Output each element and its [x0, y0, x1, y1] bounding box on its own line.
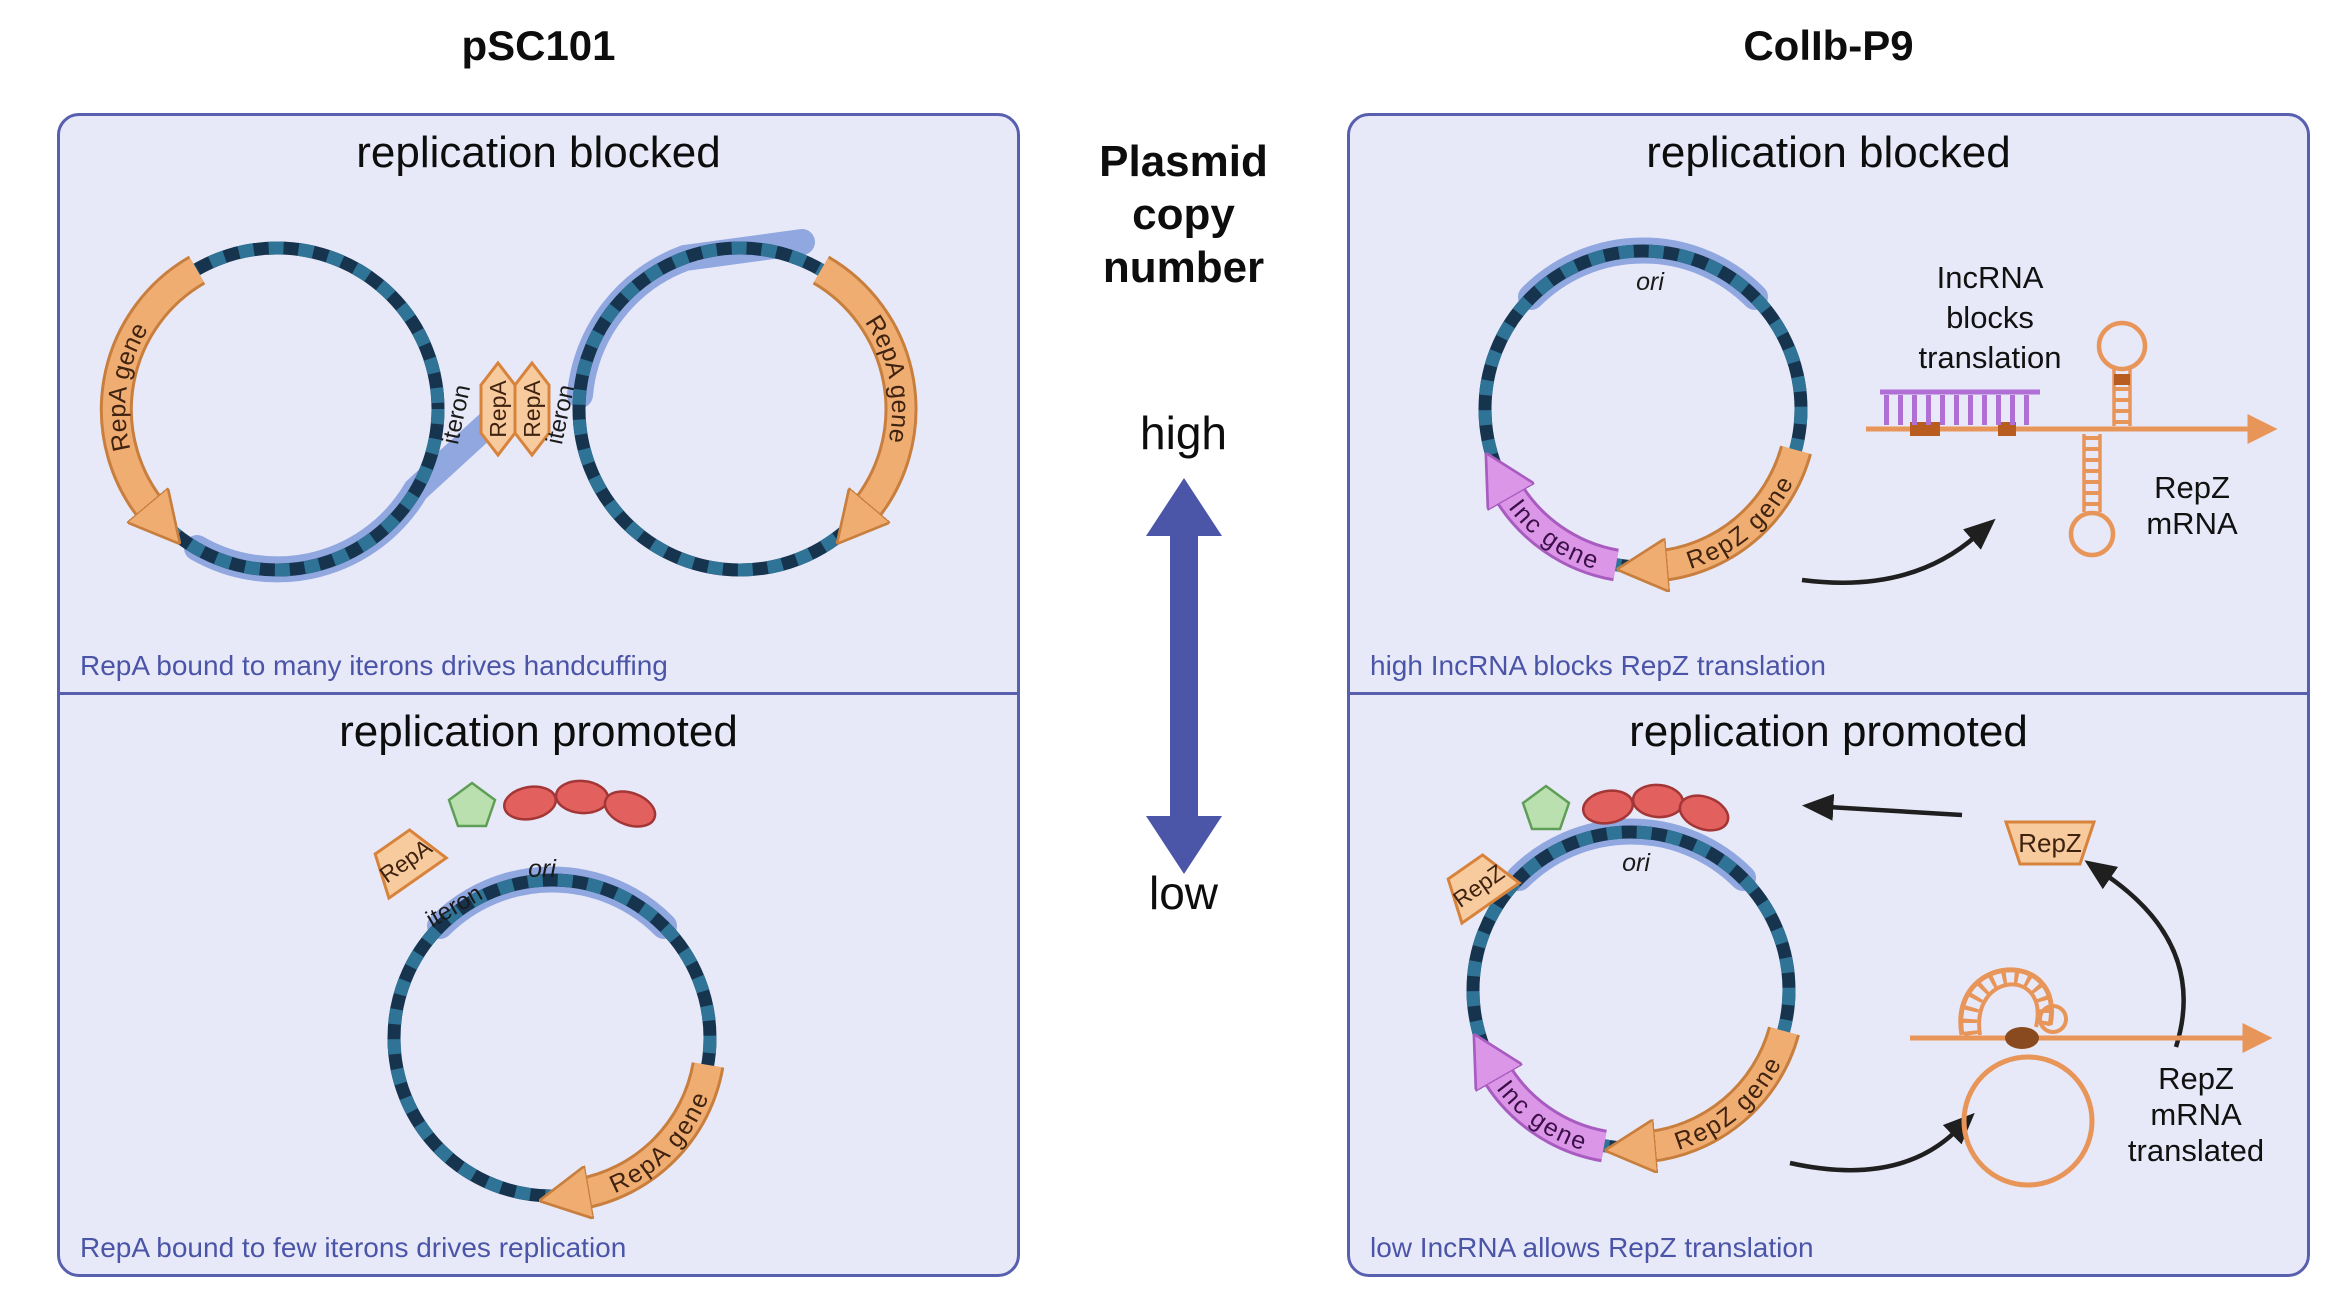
- incrna-note: IncRNA blocks translation: [1918, 260, 2061, 375]
- note-line-1: IncRNA: [1937, 260, 2044, 295]
- ori-label: ori: [1636, 268, 1665, 296]
- psc101-panel-group: RepA gene RepA gene RepA: [57, 113, 1020, 1277]
- ribosome-blob: [2005, 1027, 2039, 1049]
- initiator-oval-3: [1678, 794, 1730, 832]
- center-heading: Plasmid copy number: [1020, 136, 1347, 294]
- panel-psc101-promoted: RepA gene RepA iteron ori replication pr…: [60, 695, 1017, 1274]
- inc-gene-label: Inc gene: [1503, 494, 1603, 575]
- repz-gene-arrow: RepZ gene: [1645, 1026, 1800, 1156]
- copy-number-double-arrow: [1146, 478, 1222, 874]
- psc101-blocked-art: RepA gene RepA gene RepA: [99, 229, 918, 583]
- panel-title: replication promoted: [1629, 707, 2028, 756]
- heading-line-2: copy: [1132, 189, 1235, 239]
- repz-mrna-structure: [1866, 320, 2278, 558]
- iteron-band-left: [184, 411, 501, 583]
- pseudoknot-loop: [2038, 1004, 2068, 1034]
- repz-mrna-translated-label: RepZ mRNA translated: [2128, 1061, 2264, 1168]
- low-label: low: [1148, 867, 1219, 919]
- mrna-line-1: RepZ: [2154, 470, 2230, 505]
- colib-blocked-art: Inc gene RepZ gene ori: [1478, 237, 2278, 695]
- inc-gene-arrow: Inc gene: [1503, 488, 1620, 582]
- mrna-line-1: RepZ: [2158, 1061, 2234, 1096]
- heading-line-1: Plasmid: [1099, 137, 1268, 186]
- repa-gene-arrow-right: RepA gene: [812, 255, 918, 513]
- ori-label: ori: [1622, 849, 1651, 877]
- panel-title: replication blocked: [356, 128, 721, 177]
- repa-protein-hexagon-left: RepA: [479, 360, 517, 458]
- open-loop: [1961, 1054, 2095, 1188]
- repa-gene-arrow: RepA gene: [579, 1061, 725, 1199]
- repa-gene-arrow-left: RepA gene: [99, 255, 206, 513]
- repa-gene-label: RepA gene: [605, 1087, 714, 1198]
- mrna-line-2: mRNA: [2146, 506, 2238, 541]
- ori-label: ori: [528, 855, 557, 883]
- initiator-oval-2: [554, 779, 610, 815]
- transcription-arrow: [1801, 518, 1996, 585]
- stem-loop-down: [2068, 434, 2116, 558]
- panel-colib-promoted: Inc gene RepZ gene: [1350, 695, 2307, 1274]
- initiator-oval-2: [1631, 783, 1685, 819]
- inc-gene-label: Inc gene: [1491, 1075, 1591, 1156]
- panel-caption: high IncRNA blocks RepZ translation: [1370, 650, 1826, 681]
- repa-protein: RepA: [373, 828, 449, 901]
- note-line-2: blocks: [1946, 300, 2034, 335]
- repz-gene-label: RepZ gene: [1683, 471, 1799, 575]
- repz-protein: RepZ: [1446, 853, 1522, 926]
- repz-binds-ori-arrow: [1801, 793, 1963, 821]
- column-title-psc101: pSC101: [461, 22, 616, 69]
- repa-hexagon-label-right: RepA: [519, 380, 545, 438]
- repa-protein-hexagon-right: RepA: [513, 360, 551, 458]
- repz-mrna-translated-structure: [1910, 967, 2273, 1188]
- mrna-line-2: mRNA: [2150, 1097, 2242, 1132]
- panel-caption: RepA bound to many iterons drives handcu…: [80, 650, 668, 681]
- initiator-oval-1: [502, 785, 558, 821]
- panel-caption: RepA bound to few iterons drives replica…: [80, 1232, 627, 1263]
- psc101-promoted-art: RepA gene RepA iteron ori: [373, 779, 725, 1274]
- repz-product-box: RepZ: [2003, 820, 2097, 866]
- high-label: high: [1140, 407, 1227, 459]
- incrna-duplex: [1880, 389, 2040, 425]
- initiator-oval-3: [603, 790, 657, 828]
- mrna-line-3: translated: [2128, 1133, 2264, 1168]
- panel-caption: low IncRNA allows RepZ translation: [1370, 1232, 1814, 1263]
- inc-gene-arrow: Inc gene: [1491, 1069, 1608, 1163]
- stem-loop-up: [2096, 320, 2148, 426]
- panel-psc101-blocked: RepA gene RepA gene RepA: [60, 116, 1017, 695]
- repz-mrna-label: RepZ mRNA: [2146, 470, 2238, 541]
- repz-box-label: RepZ: [2018, 828, 2082, 858]
- repz-gene-label: RepZ gene: [1671, 1052, 1787, 1156]
- panel-title: replication blocked: [1646, 128, 2011, 177]
- colib-promoted-art: Inc gene RepZ gene: [1446, 783, 2273, 1188]
- helicase-pentagon: [447, 781, 497, 828]
- colib-panel-group: Inc gene RepZ gene ori: [1347, 113, 2310, 1277]
- start-codon-mark: [1998, 422, 2016, 436]
- transcription-arrow: [1789, 1112, 1975, 1173]
- note-line-3: translation: [1918, 340, 2061, 375]
- column-title-colib-p9: ColIb-P9: [1743, 22, 1914, 69]
- panel-title: replication promoted: [339, 707, 738, 756]
- translation-to-repz-arrow: [2084, 860, 2186, 1048]
- repz-gene-arrow: RepZ gene: [1657, 445, 1812, 575]
- helicase-pentagon: [1521, 784, 1571, 831]
- repa-hexagon-label-left: RepA: [485, 380, 511, 438]
- rbs-mark: [1910, 422, 1940, 436]
- heading-line-3: number: [1102, 242, 1265, 292]
- panel-colib-blocked: Inc gene RepZ gene ori: [1350, 116, 2307, 695]
